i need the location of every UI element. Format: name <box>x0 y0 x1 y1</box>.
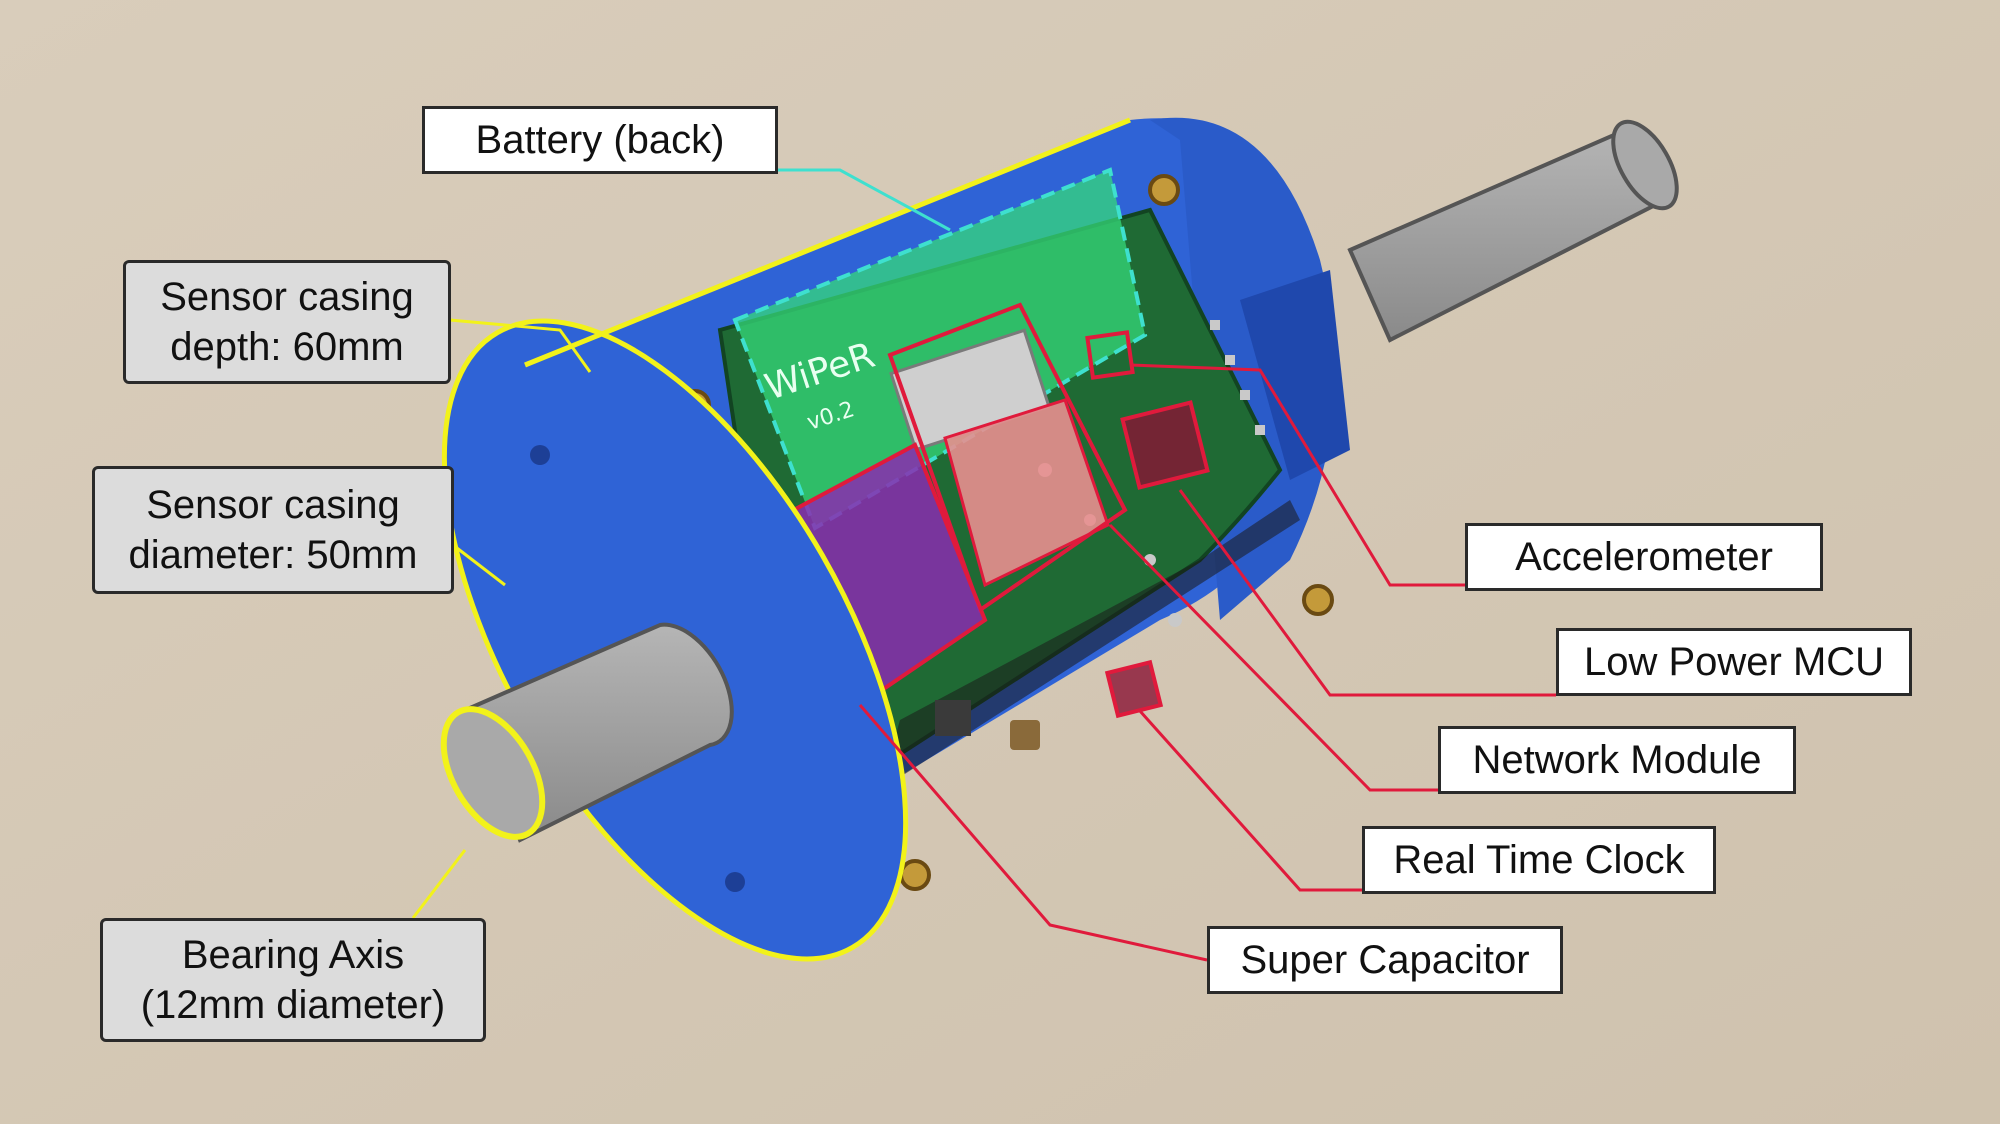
network-module-outline <box>887 302 1128 614</box>
mcu-label: Low Power MCU <box>1556 628 1912 696</box>
rtc-label: Real Time Clock <box>1362 826 1716 894</box>
supercap-label: Super Capacitor <box>1207 926 1563 994</box>
battery-label: Battery (back) <box>422 106 778 174</box>
network-module-label: Network Module <box>1438 726 1796 794</box>
battery-highlight: WiPeR v0.2 <box>732 167 1148 531</box>
casing-diameter-label: Sensor casing diameter: 50mm <box>92 466 454 594</box>
accelerometer-label: Accelerometer <box>1465 523 1823 591</box>
casing-depth-label: Sensor casing depth: 60mm <box>123 260 451 384</box>
leader-lines <box>411 168 1556 962</box>
shaft-back <box>1347 119 1679 343</box>
accelerometer-chip <box>1085 330 1135 380</box>
mcu-chip <box>1120 400 1210 490</box>
rtc-chip <box>1104 659 1164 719</box>
shaft-front <box>440 622 734 843</box>
bearing-axis-label: Bearing Axis (12mm diameter) <box>100 918 486 1042</box>
casing-depth-line <box>524 117 1131 368</box>
network-module <box>943 398 1110 588</box>
